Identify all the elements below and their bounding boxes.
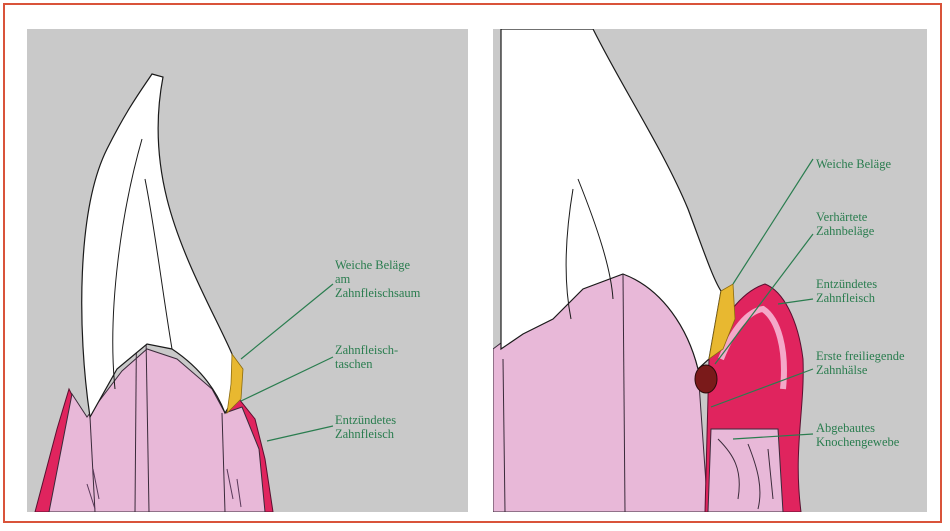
label-inflamed-gum-right: Entzündetes Zahnfleisch bbox=[816, 277, 877, 305]
label-exposed-tooth-necks: Erste freiliegende Zahnhälse bbox=[816, 349, 905, 377]
label-hardened-plaque: Verhärtete Zahnbeläge bbox=[816, 210, 874, 238]
label-soft-plaque: Weiche Beläge bbox=[816, 157, 891, 171]
right-tartar bbox=[695, 365, 717, 393]
label-inflamed-gum-left: Entzündetes Zahnfleisch bbox=[335, 413, 396, 441]
label-soft-plaque-gumline: Weiche Beläge am Zahnfleischsaum bbox=[335, 258, 420, 300]
label-gum-pockets: Zahnfleisch- taschen bbox=[335, 343, 398, 371]
right-bone-tissue bbox=[708, 429, 783, 512]
right-diagram-panel: Weiche Beläge Verhärtete Zahnbeläge Entz… bbox=[493, 29, 927, 512]
label-degraded-bone: Abgebautes Knochengewebe bbox=[816, 421, 899, 449]
left-diagram-panel: Weiche Beläge am Zahnfleischsaum Zahnfle… bbox=[27, 29, 468, 512]
